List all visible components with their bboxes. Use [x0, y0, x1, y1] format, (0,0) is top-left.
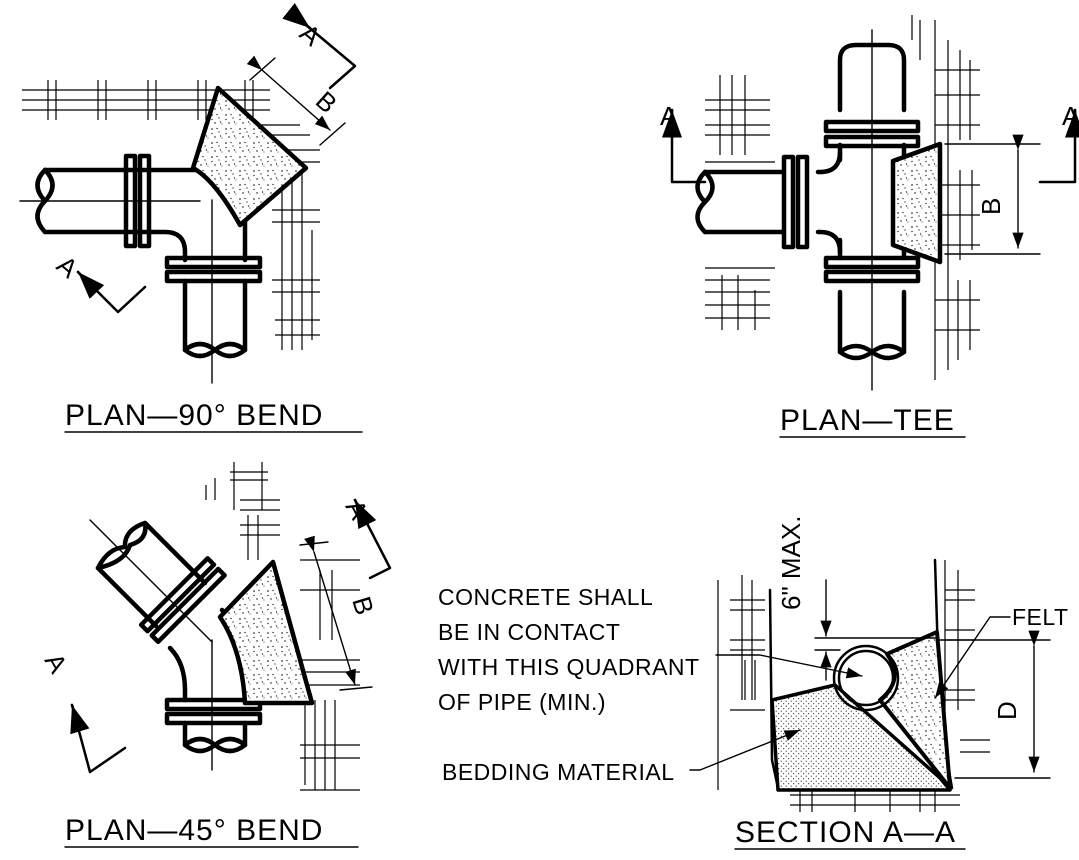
- thrust-block-45: [217, 559, 315, 706]
- dim-b-90: B: [310, 85, 343, 119]
- cut-a-tee-left: A: [660, 101, 678, 131]
- note-concrete-3: WITH THIS QUADRANT: [438, 654, 700, 680]
- title-90-bend: PLAN—90° BEND: [65, 399, 323, 432]
- cut-a-45-top: A: [340, 495, 375, 525]
- dim-b-tee: B: [976, 198, 1006, 215]
- title-45-bend: PLAN—45° BEND: [65, 814, 323, 847]
- cut-a-90-top: A: [294, 18, 327, 53]
- plan-45-bend: B A A PLAN—45° BEND: [39, 462, 392, 848]
- title-section: SECTION A—A: [735, 816, 956, 849]
- section-a-a: 6" MAX. D CONCRETE SHALL BE IN CONTACT W…: [438, 516, 1069, 850]
- wall-hatch-tee: [705, 15, 980, 380]
- note-concrete-1: CONCRETE SHALL: [438, 584, 653, 610]
- note-concrete-4: OF PIPE (MIN.): [438, 689, 606, 715]
- thrust-block-tee: [890, 141, 943, 265]
- plan-tee: B A A PLAN—TEE: [660, 15, 1079, 438]
- dim-b-45: B: [346, 593, 380, 618]
- note-bedding: BEDDING MATERIAL: [442, 759, 675, 785]
- cut-a-90-bottom: A: [51, 250, 84, 285]
- thrust-block-90: [190, 85, 309, 228]
- cut-a-tee-right: A: [1062, 101, 1079, 131]
- cut-a-45-bottom: A: [39, 648, 74, 679]
- pipe-section: [832, 644, 900, 712]
- title-tee: PLAN—TEE: [780, 404, 955, 437]
- dim-d: D: [992, 701, 1022, 720]
- dim-6in-max: 6" MAX.: [776, 516, 806, 610]
- plan-90-bend: B A A PLAN—90° BEND: [19, 3, 363, 433]
- note-concrete-2: BE IN CONTACT: [438, 619, 620, 645]
- note-felt: FELT: [1012, 604, 1069, 630]
